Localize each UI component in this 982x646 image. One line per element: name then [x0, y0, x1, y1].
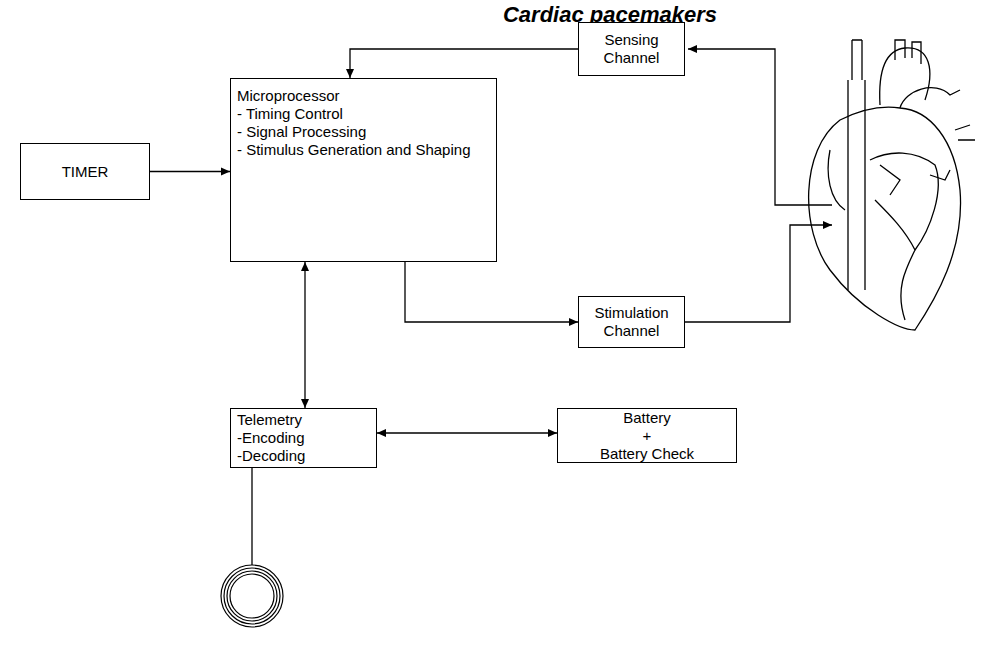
box-text: - Stimulus Generation and Shaping	[237, 141, 470, 159]
connector-arrow	[304, 262, 305, 408]
connector-arrow	[377, 432, 557, 433]
box-text: Battery Check	[600, 445, 694, 463]
connector-arrow	[405, 262, 578, 322]
process-box: Sensing Channel	[578, 22, 685, 76]
box-text: Telemetry	[237, 411, 302, 429]
box-text: - Timing Control	[237, 105, 343, 123]
heart-drawing	[809, 40, 975, 330]
process-box: Telemetry-Encoding-Decoding	[230, 408, 377, 468]
box-text: -Decoding	[237, 447, 305, 465]
process-box: TIMER	[20, 143, 150, 200]
sensing-lead	[688, 49, 832, 205]
box-text: +	[643, 427, 652, 445]
box-text: -Encoding	[237, 429, 305, 447]
antenna-wire	[251, 468, 252, 565]
box-text: Sensing Channel	[585, 31, 678, 67]
antenna-coil	[221, 565, 283, 627]
process-box: Microprocessor- Timing Control- Signal P…	[230, 78, 497, 262]
box-text: Battery	[623, 409, 671, 427]
process-box: Stimulation Channel	[578, 296, 685, 348]
box-text: - Signal Processing	[237, 123, 366, 141]
box-text: Stimulation Channel	[585, 304, 678, 340]
box-text: TIMER	[62, 163, 109, 181]
connector-arrow	[350, 49, 578, 78]
box-text: Microprocessor	[237, 87, 340, 105]
connector-arrow	[150, 171, 230, 172]
stimulation-lead	[685, 225, 832, 322]
process-box: Battery+Battery Check	[557, 408, 737, 463]
